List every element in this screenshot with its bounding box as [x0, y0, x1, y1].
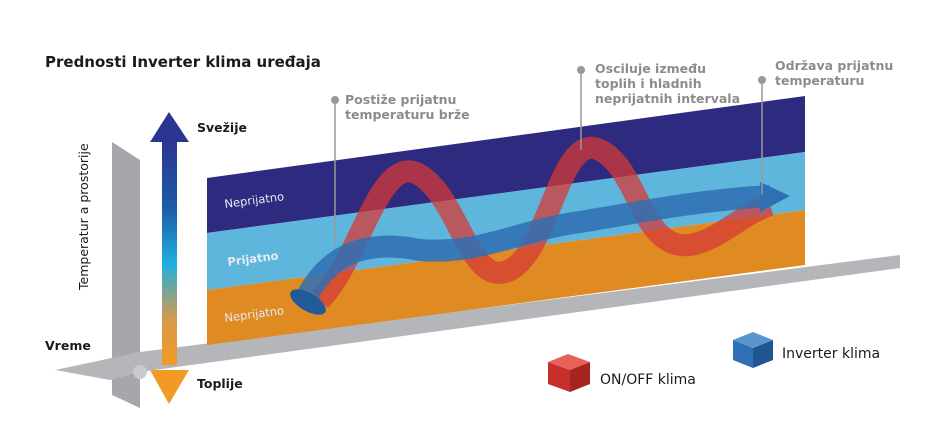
band-uncomfortable-cold	[207, 96, 805, 233]
svg-text:temperaturu brže: temperaturu brže	[345, 107, 470, 122]
svg-text:Održava prijatnu: Održava prijatnu	[775, 58, 893, 73]
callout-oscillates: Osciluje između toplih i hladnih neprija…	[577, 61, 740, 150]
y-axis-panel	[112, 142, 140, 408]
svg-text:Inverter klima: Inverter klima	[782, 346, 880, 362]
x-axis-floor	[55, 255, 900, 380]
temperature-arrow	[162, 140, 177, 365]
svg-text:Postiže prijatnu: Postiže prijatnu	[345, 92, 456, 107]
band-label: Prijatno	[227, 248, 280, 269]
svg-text:ON/OFF klima: ON/OFF klima	[600, 372, 696, 388]
inverter-ribbon	[295, 185, 771, 306]
legend-inverter: Inverter klima	[733, 332, 880, 368]
x-axis-label: Vreme	[45, 338, 91, 353]
diagram-title: Prednosti Inverter klima uređaja	[45, 53, 321, 71]
ribbon-roll	[290, 289, 326, 315]
svg-text:Osciluje između: Osciluje između	[595, 61, 706, 76]
arrow-up-icon	[150, 112, 189, 142]
axis-joint	[133, 365, 147, 379]
red-cube-icon	[548, 354, 590, 370]
legend-onoff: ON/OFF klima	[548, 354, 696, 392]
label-fresher: Svežije	[197, 120, 247, 135]
callout-maintains: Održava prijatnu temperaturu	[758, 58, 893, 195]
svg-text:toplih i hladnih: toplih i hladnih	[595, 76, 702, 91]
callout-faster: Postiže prijatnu temperaturu brže	[331, 92, 470, 245]
inverter-arrow-icon	[760, 182, 790, 212]
arrow-down-icon	[150, 370, 189, 404]
y-axis-label: Temperatur a prostorije	[76, 143, 91, 291]
svg-text:neprijatnih intervala: neprijatnih intervala	[595, 91, 740, 106]
svg-text:temperaturu: temperaturu	[775, 73, 864, 88]
label-warmer: Toplije	[197, 376, 243, 391]
